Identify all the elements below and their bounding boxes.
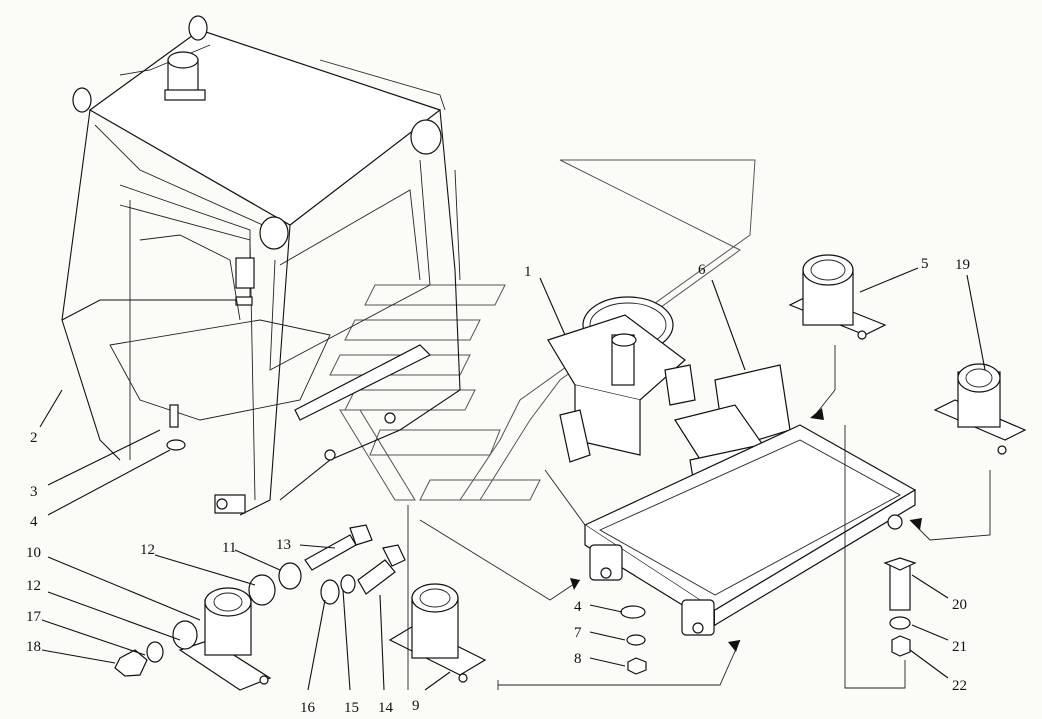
floor-frame: [583, 424, 917, 636]
bracket-19: [933, 363, 1027, 455]
callout-labels: 2 3 4 1 6 5 19 10 12 17 18 12 11 13 16 1…: [26, 256, 970, 716]
callout-1: 1: [524, 264, 532, 280]
callout-21: 21: [952, 639, 967, 655]
callout-14: 14: [378, 700, 394, 716]
steering-console: [547, 296, 696, 463]
fastener-right-stack: [620, 557, 917, 675]
bracket-9: [388, 583, 487, 683]
fastener-bushings: [114, 404, 356, 677]
callout-9: 9: [412, 698, 420, 714]
leader-lines: [39, 267, 991, 691]
callout-18: 18: [26, 639, 41, 655]
callout-15: 15: [344, 700, 359, 716]
watermark-logo: [329, 159, 756, 501]
callout-13: 13: [276, 537, 291, 553]
callout-10: 10: [26, 545, 41, 561]
callout-19: 19: [955, 257, 970, 273]
bracket-5: [788, 254, 887, 340]
callout-22: 22: [952, 678, 967, 694]
callout-20: 20: [952, 597, 967, 613]
callout-12-upper: 12: [140, 542, 155, 558]
callout-4-right: 4: [574, 599, 582, 615]
cab-body: [61, 15, 461, 516]
fastener-bolt-14: [357, 544, 406, 595]
callout-2: 2: [30, 430, 38, 446]
callout-3: 3: [30, 484, 38, 500]
fastener-bolt-13: [304, 524, 373, 571]
bracket-10: [178, 587, 272, 691]
callout-17: 17: [26, 609, 42, 625]
callout-4-left: 4: [30, 514, 38, 530]
callout-11: 11: [222, 540, 236, 556]
callout-16: 16: [300, 700, 316, 716]
callout-7: 7: [574, 625, 582, 641]
callout-12-lower: 12: [26, 578, 41, 594]
callout-8: 8: [574, 651, 582, 667]
callout-6: 6: [698, 262, 706, 278]
callout-5: 5: [921, 256, 929, 272]
